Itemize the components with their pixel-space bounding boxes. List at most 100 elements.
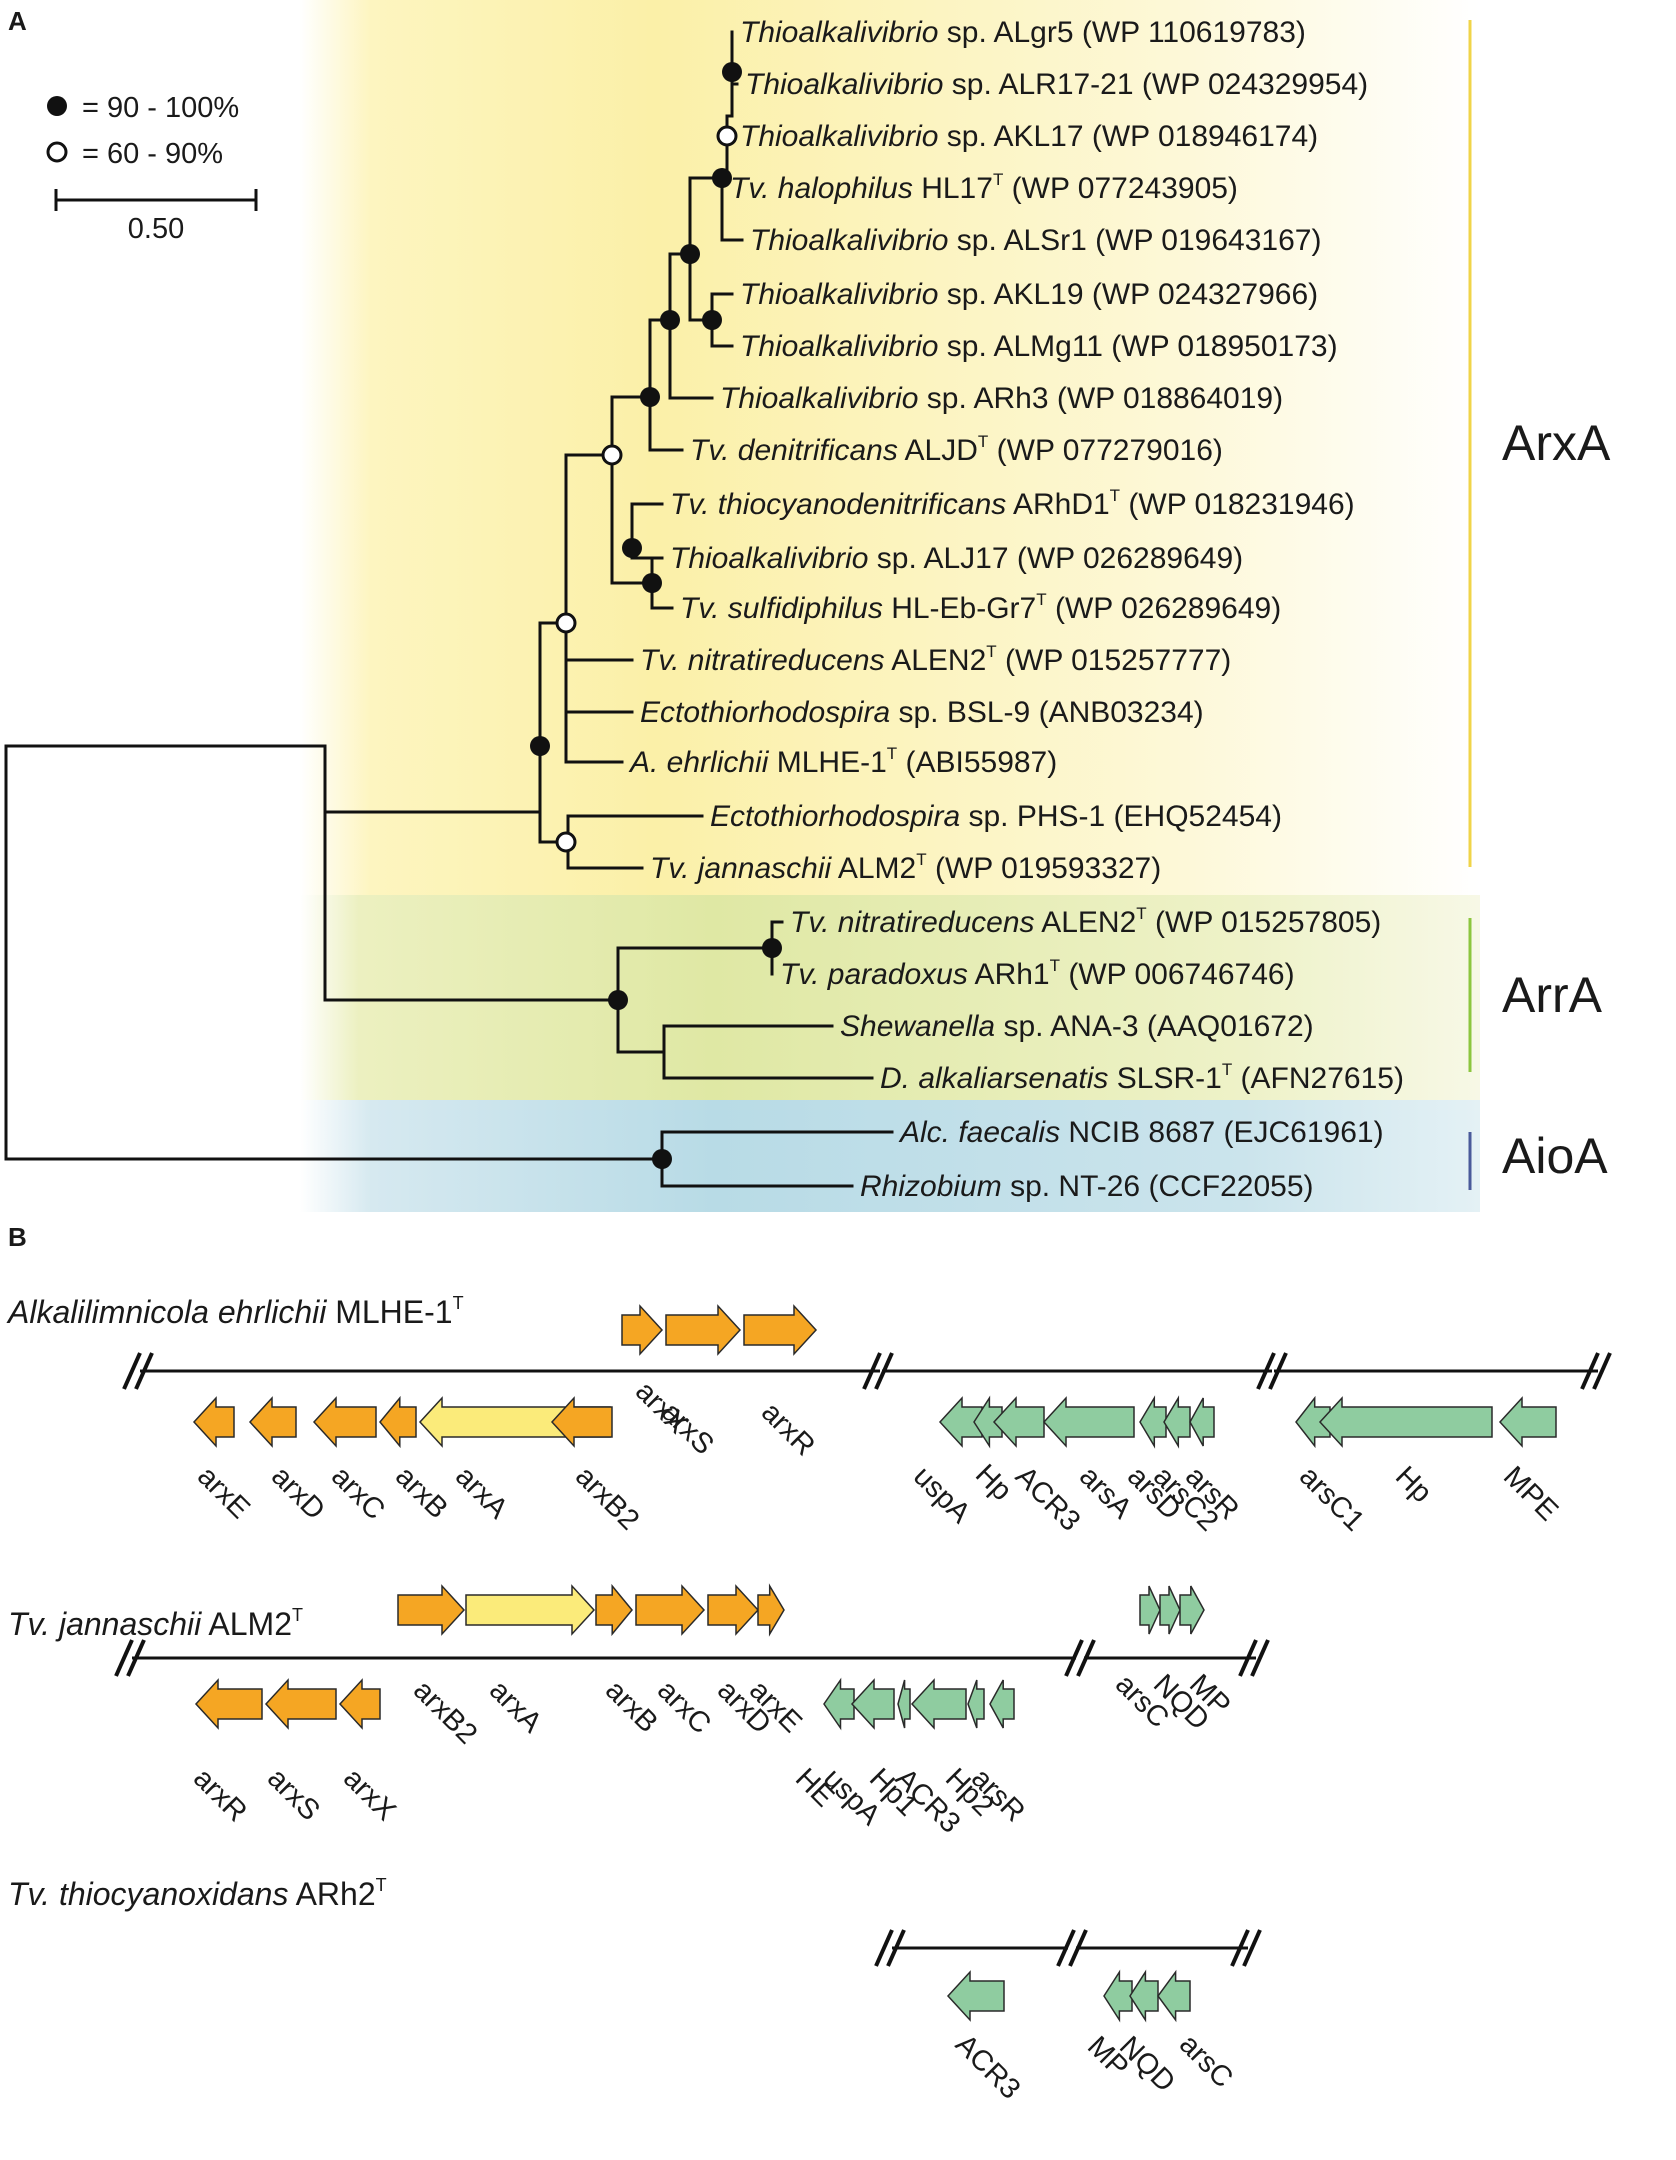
gene-arxB-arrow: [379, 1395, 417, 1449]
break-mark: [874, 1929, 906, 1967]
gene-label: Hp: [1389, 1460, 1438, 1509]
leaf-label: Ectothiorhodospira sp. PHS-1 (EHQ52454): [710, 800, 1282, 833]
panel-a-label: A: [8, 6, 27, 36]
gene-MP-arrow: [1103, 1969, 1133, 2023]
gene-arxX-arrow: [621, 1304, 664, 1356]
node-support-60-90: [555, 831, 577, 853]
open-node-legend-marker: [46, 141, 68, 163]
gene-NQD-arrow: [1159, 1585, 1181, 1635]
gene-arxR-arrow: [194, 1678, 263, 1730]
gene-arxE-arrow: [192, 1396, 235, 1448]
gene-label: MPE: [1497, 1460, 1564, 1527]
leaf-label: Tv. nitratireducens ALEN2T (WP 015257805…: [790, 904, 1381, 939]
node-support-90-100: [622, 538, 642, 558]
gene-label: arxC: [325, 1460, 391, 1526]
gene-arxS-arrow: [665, 1304, 742, 1356]
node-support-60-90: [716, 125, 738, 147]
gene-arxC-arrow: [312, 1396, 377, 1448]
break-mark: [1064, 1639, 1096, 1677]
node-support-90-100: [652, 1149, 672, 1169]
node-support-90-100: [530, 736, 550, 756]
leaf-label: A. ehrlichii MLHE-1T (ABI55987): [628, 744, 1057, 779]
gene-label: arxR: [755, 1396, 821, 1462]
aioa-clade-label: AioA: [1502, 1128, 1608, 1184]
scale-bar-label: 0.50: [128, 213, 184, 245]
gene-arxA-arrow: [465, 1584, 596, 1636]
panel-b-label: B: [8, 1222, 27, 1252]
leaf-label: Thioalkalivibrio sp. ALgr5 (WP 110619783…: [740, 16, 1306, 49]
arxa-clade-label: ArxA: [1502, 415, 1611, 471]
tree-leaf-labels: Thioalkalivibrio sp. ALgr5 (WP 110619783…: [628, 16, 1404, 1203]
gene-arsR-arrow: [989, 1679, 1015, 1729]
gene-label: arxB2: [569, 1460, 645, 1536]
legend-open-label: = 60 - 90%: [82, 138, 223, 170]
leaf-label: Shewanella sp. ANA-3 (AAQ01672): [840, 1010, 1314, 1043]
leaf-label: Thioalkalivibrio sp. ALMg11 (WP 01895017…: [740, 330, 1338, 363]
leaf-label: Thioalkalivibrio sp. AKL19 (WP 024327966…: [740, 278, 1318, 311]
leaf-label: D. alkaliarsenatis SLSR-1T (AFN27615): [880, 1060, 1404, 1095]
gene-ACR3-arrow: [992, 1396, 1045, 1448]
node-support-90-100: [702, 310, 722, 330]
leaf-label: Tv. thiocyanodenitrificans ARhD1T (WP 01…: [670, 486, 1355, 521]
gene-ACR3-arrow: [910, 1678, 967, 1730]
gene-arsA-arrow: [1042, 1396, 1135, 1448]
gene-label: arxD: [265, 1460, 331, 1526]
gene-arxR-arrow: [743, 1304, 818, 1356]
gene-arxB-arrow: [595, 1583, 633, 1637]
leaf-label: Tv. denitrificans ALJDT (WP 077279016): [690, 432, 1223, 467]
gene-NQD-arrow: [1129, 1969, 1159, 2023]
gene-uspA-arrow: [850, 1678, 895, 1730]
filled-node-legend-marker: [47, 96, 67, 116]
node-support-90-100: [642, 573, 662, 593]
leaf-label: Alc. faecalis NCIB 8687 (EJC61961): [898, 1116, 1384, 1149]
aioa-clade-background: [300, 1100, 1480, 1212]
leaf-label: Tv. nitratireducens ALEN2T (WP 015257777…: [640, 642, 1231, 677]
gene-label: arxB: [599, 1674, 664, 1739]
gene-Hp2-arrow: [967, 1679, 985, 1729]
gene-label: arxB2: [407, 1674, 483, 1750]
gene-MP-arrow: [1179, 1585, 1205, 1635]
break-mark: [1230, 1929, 1262, 1967]
break-mark: [1056, 1929, 1088, 1967]
gene-arsC-arrow: [1139, 1585, 1161, 1635]
break-mark: [1580, 1352, 1612, 1390]
gene-arxE-arrow: [757, 1583, 785, 1637]
gene-label: arxB: [389, 1460, 454, 1525]
gene-label: ACR3: [1009, 1460, 1086, 1537]
gene-arsR-arrow: [1189, 1397, 1215, 1447]
leaf-label: Rhizobium sp. NT-26 (CCF22055): [860, 1170, 1314, 1203]
leaf-label: Thioalkalivibrio sp. ARh3 (WP 018864019): [720, 382, 1283, 415]
genome-title-2: Tv. jannaschii ALM2T: [8, 1605, 303, 1642]
support-nodes: [530, 62, 782, 1169]
gene-arxC-arrow: [635, 1584, 706, 1636]
scale-bar: [54, 189, 258, 211]
gene-label: arxR: [187, 1762, 253, 1828]
gene-Hp1-arrow: [897, 1679, 911, 1729]
node-support-60-90: [555, 612, 577, 634]
gene-label: uspA: [907, 1460, 977, 1530]
svg-text:Tv. jannaschii ALM2T: Tv. jannaschii ALM2T: [8, 1605, 303, 1642]
leaf-label: Thioalkalivibrio sp. AKL17 (WP 018946174…: [740, 120, 1318, 153]
gene-label: arxA: [483, 1674, 548, 1739]
break-mark: [114, 1639, 146, 1677]
gene-arsC2-arrow: [1163, 1395, 1191, 1449]
leaf-label: Ectothiorhodospira sp. BSL-9 (ANB03234): [640, 696, 1204, 729]
svg-text:Alkalilimnicola ehrlichii MLHE: Alkalilimnicola ehrlichii MLHE-1T: [6, 1293, 464, 1330]
leaf-label: Tv. paradoxus ARh1T (WP 006746746): [780, 956, 1295, 991]
gene-arsC1-arrow: [1295, 1395, 1331, 1449]
break-mark: [122, 1352, 154, 1390]
break-mark: [862, 1352, 894, 1390]
gene-label: arsC: [1173, 2028, 1239, 2094]
arxa-clade-background: [300, 0, 1480, 895]
node-support-90-100: [608, 990, 628, 1010]
gene-arsC-arrow: [1157, 1969, 1191, 2023]
legend-filled-label: = 90 - 100%: [82, 92, 239, 124]
gene-label: arxE: [191, 1460, 256, 1525]
node-support-90-100: [660, 310, 680, 330]
gene-label: arxX: [337, 1762, 402, 1827]
node-support-90-100: [712, 168, 732, 188]
